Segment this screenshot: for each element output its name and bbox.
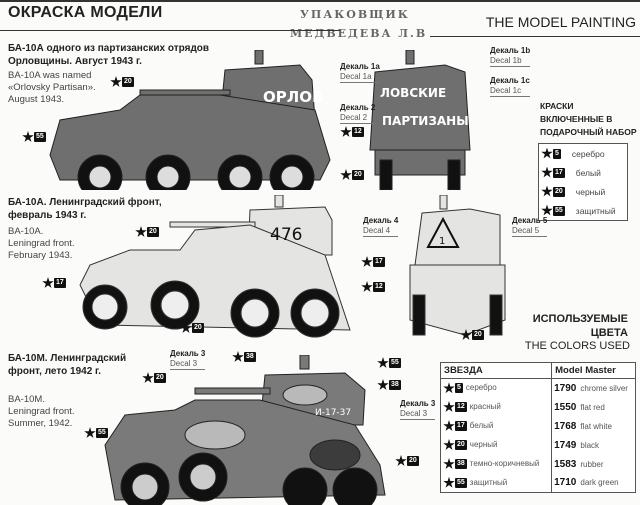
color-star-20: 20 (180, 322, 204, 334)
star-icon (340, 126, 352, 137)
star-icon (443, 382, 455, 394)
vehicle-3-turret-text: И-17-37 (315, 408, 351, 418)
vehicle-1-desc: BA-10A was named«Orlovsky Partisan».Augu… (8, 70, 96, 106)
color-star-20: 20 (135, 226, 159, 238)
page-title-en: THE MODEL PAINTING (485, 14, 636, 30)
color-star-38: 38 (377, 379, 401, 391)
star-icon (22, 131, 34, 142)
header-rule-right (430, 36, 640, 37)
star-icon (361, 281, 373, 292)
star-icon (541, 166, 553, 178)
stamp-line-1: УПАКОВЩИК (300, 8, 410, 21)
star-icon (180, 322, 192, 333)
color-star-20: 20 (110, 76, 134, 88)
star-icon (340, 169, 352, 180)
vehicle-2-drawing: 476 1 (79, 195, 506, 338)
color-star-17: 17 (42, 277, 66, 289)
color-star-12: 12 (340, 126, 364, 138)
star-icon (361, 256, 373, 267)
stamp-line-2: МЕДВЕДЕВА Л.В (290, 27, 428, 40)
color-star-20: 20 (142, 372, 166, 384)
star-icon (443, 458, 455, 469)
colors-used-title-en: THE COLORS USED (524, 340, 630, 352)
vehicle-1-side (49, 50, 331, 190)
vehicle-1-desc-line: BA-10A was named (8, 70, 92, 81)
vehicle-1-desc-line: August 1943. (8, 94, 64, 105)
star-icon (135, 226, 147, 237)
star-icon (377, 357, 389, 368)
color-star-20: 20 (460, 329, 484, 341)
star-icon (232, 351, 244, 362)
color-star-55: 55 (377, 357, 401, 369)
vehicle-1-title: БА-10А одного из партизанских отрядов Ор… (8, 43, 210, 67)
color-star-55: 55 (84, 427, 108, 439)
star-icon (142, 372, 154, 383)
star-icon (84, 427, 96, 438)
vehicle-3-side (104, 355, 386, 505)
color-star-38: 38 (232, 351, 256, 363)
color-star-55: 55 (22, 131, 46, 143)
vehicle-1-desc-line: «Orlovsky Partisan». (8, 82, 96, 93)
color-star-20: 20 (395, 455, 419, 467)
star-icon (541, 147, 553, 159)
vehicle-2-title: БА-10А. Ленинградский фронт, февраль 194… (8, 197, 162, 221)
vehicle-3-title: БА-10М. Ленинградский фронт, лето 1942 г… (8, 353, 127, 377)
vehicle-1-rear-text-1: ЛОВСКИЕ (380, 86, 446, 100)
vehicle-3-desc: BA-10M.Leningrad front.Summer, 1942. (8, 394, 75, 429)
star-icon (443, 420, 455, 431)
col-star: ЗВЕЗДА (440, 362, 552, 379)
star-icon (541, 185, 553, 197)
star-icon (443, 476, 455, 488)
color-star-20: 20 (340, 169, 364, 181)
vehicle-1-rear (369, 50, 471, 190)
vehicle-2-rear (409, 195, 506, 336)
vehicle-2-turret-text: 476 (270, 225, 302, 245)
col-model-master: Model Master (551, 362, 636, 379)
vehicle-3-drawing: И-17-37 (104, 355, 386, 505)
star-icon (110, 76, 122, 87)
color-star-17: 17 (361, 256, 385, 268)
star-icon (42, 277, 54, 288)
vehicle-1-rear-text-2: ПАРТИЗАНЫ (382, 114, 469, 128)
star-icon (395, 455, 407, 466)
header-rule (0, 30, 340, 31)
star-icon (460, 329, 472, 340)
vehicle-2-side (79, 195, 351, 338)
star-icon (541, 204, 553, 216)
top-rule (0, 0, 640, 2)
vehicle-2-rear-text: 1 (439, 236, 445, 247)
vehicle-1-drawing: ОРЛОВ ЛОВСКИЕ ПАРТИЗАНЫ (49, 50, 471, 190)
star-icon (443, 401, 455, 412)
star-icon (443, 439, 455, 450)
color-star-12: 12 (361, 281, 385, 293)
vehicle-1-turret-text: ОРЛОВ (263, 88, 323, 106)
star-icon (377, 379, 389, 390)
page-title-ru: ОКРАСКА МОДЕЛИ (8, 4, 163, 21)
vehicle-2-desc: BA-10A.Leningrad front.February 1943. (8, 226, 75, 261)
